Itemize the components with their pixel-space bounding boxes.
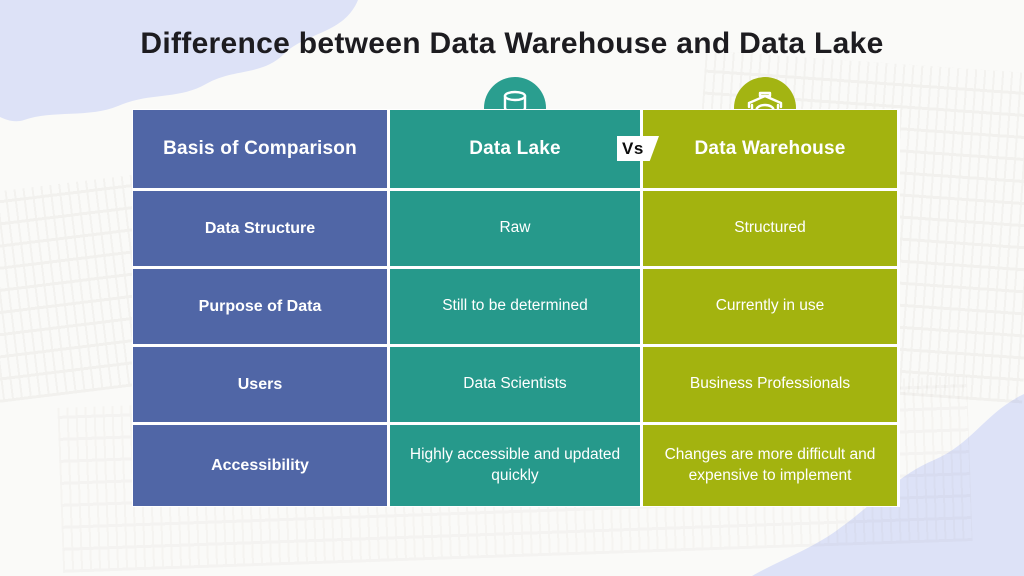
vs-badge-label: Vs <box>622 138 644 158</box>
column-header-data-lake: Data Lake <box>390 110 640 188</box>
row-label-purpose: Purpose of Data <box>133 269 387 344</box>
row-label-data-structure: Data Structure <box>133 191 387 266</box>
column-header-basis: Basis of Comparison <box>133 110 387 188</box>
cell-data-lake-users: Data Scientists <box>390 347 640 422</box>
cell-data-warehouse-structure: Structured <box>643 191 897 266</box>
cell-data-warehouse-purpose: Currently in use <box>643 269 897 344</box>
row-label-users: Users <box>133 347 387 422</box>
column-header-data-warehouse: Data Warehouse <box>643 110 897 188</box>
comparison-table: Basis of Comparison Data Lake Data Wareh… <box>133 110 899 506</box>
cell-data-warehouse-users: Business Professionals <box>643 347 897 422</box>
row-label-accessibility: Accessibility <box>133 425 387 506</box>
cell-data-warehouse-accessibility: Changes are more difficult and expensive… <box>643 425 897 506</box>
cell-data-lake-purpose: Still to be determined <box>390 269 640 344</box>
page-title: Difference between Data Warehouse and Da… <box>140 27 884 60</box>
cell-data-lake-accessibility: Highly accessible and updated quickly <box>390 425 640 506</box>
cell-data-lake-structure: Raw <box>390 191 640 266</box>
